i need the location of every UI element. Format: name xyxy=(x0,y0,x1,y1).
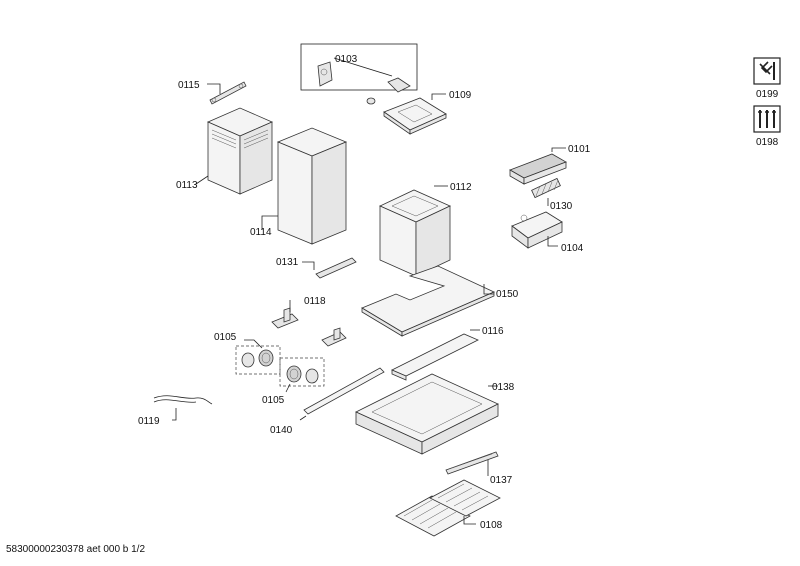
part-0105-lamps-b xyxy=(279,357,325,393)
label-0101: 0101 xyxy=(568,144,591,155)
label-0114: 0114 xyxy=(250,227,272,238)
label-0113: 0113 xyxy=(176,180,198,191)
label-0130: 0130 xyxy=(550,201,573,212)
tools-kit-icon xyxy=(753,105,781,133)
document-footer: 58300000230378 aet 000 b 1/2 xyxy=(6,544,146,555)
part-0103-group xyxy=(300,43,418,93)
part-0140-strip xyxy=(299,367,385,421)
part-0130-coil xyxy=(531,177,561,206)
part-0101-board xyxy=(509,147,567,185)
label-0104: 0104 xyxy=(561,243,584,254)
part-0115-bracket xyxy=(207,81,247,105)
part-0105-lamps-a xyxy=(235,339,281,375)
part-0119-cable xyxy=(153,395,213,421)
label-0105-top: 0105 xyxy=(214,332,237,343)
tool-label-0198: 0198 xyxy=(756,137,779,148)
part-0150-panel xyxy=(361,265,495,337)
part-0109-plate xyxy=(366,93,447,135)
part-0137-strip xyxy=(445,451,499,476)
label-0150: 0150 xyxy=(496,289,519,300)
part-0104-control-box xyxy=(511,211,563,249)
part-0108-filters xyxy=(395,479,501,537)
label-0116: 0116 xyxy=(482,326,504,337)
tool-label-0199: 0199 xyxy=(756,89,779,100)
label-0115: 0115 xyxy=(178,80,200,91)
label-0109: 0109 xyxy=(449,90,472,101)
label-0140: 0140 xyxy=(270,425,293,436)
part-0116-strip xyxy=(391,329,480,381)
part-0112-box xyxy=(379,185,451,277)
label-0137: 0137 xyxy=(490,475,513,486)
label-0105-bottom: 0105 xyxy=(262,395,285,406)
wrench-screwdriver-icon xyxy=(753,57,781,85)
part-0114-chimney-lower xyxy=(261,127,348,245)
part-0131-bracket xyxy=(302,257,357,279)
label-0119: 0119 xyxy=(138,416,160,427)
label-0118: 0118 xyxy=(304,296,326,307)
label-0108: 0108 xyxy=(480,520,503,531)
part-0118-brackets xyxy=(271,300,347,347)
label-0138: 0138 xyxy=(492,382,515,393)
label-0103: 0103 xyxy=(335,54,358,65)
label-0112: 0112 xyxy=(450,182,472,193)
part-0138-frame xyxy=(355,373,499,455)
label-0131: 0131 xyxy=(276,257,299,268)
part-0113-chimney-upper xyxy=(195,107,273,195)
